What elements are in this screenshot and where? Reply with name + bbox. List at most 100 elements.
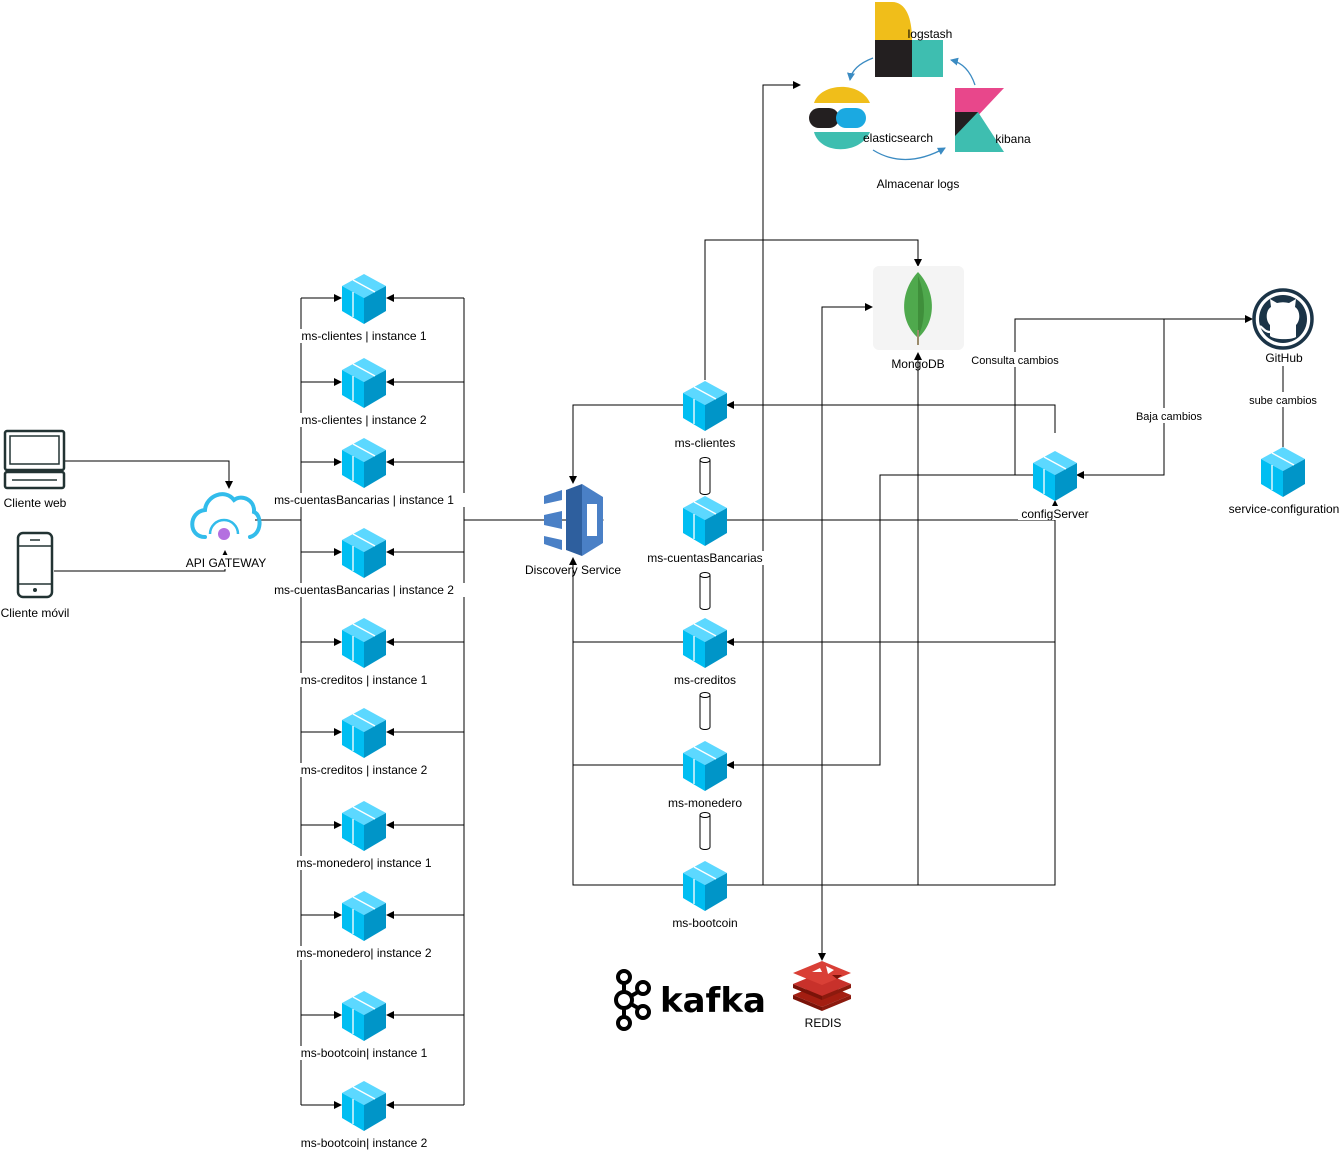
edge-bootcoin-config: [918, 500, 1059, 886]
service-node: ms-bootcoin: [665, 860, 745, 930]
github: GitHub: [1252, 288, 1314, 366]
edge-label-baja: Baja cambios: [1136, 411, 1203, 423]
kibana-label: kibana: [995, 132, 1031, 146]
config-server-label: configServer: [1021, 507, 1088, 521]
config-server: configServer: [1018, 450, 1092, 521]
service-label: ms-monedero: [668, 796, 742, 810]
edge-config-github-consulta: [1014, 315, 1253, 475]
service-instance: ms-bootcoin| instance 2: [285, 1080, 443, 1150]
queue-cylinder: [699, 457, 711, 495]
kafka: kafka: [614, 969, 766, 1031]
mongodb-label: MongoDB: [891, 357, 944, 371]
edge-label-consulta: Consulta cambios: [971, 355, 1059, 367]
github-label: GitHub: [1265, 351, 1303, 365]
elk-stack: logstash elasticsearch kibana Almacenar …: [809, 2, 1031, 191]
service-label: ms-bootcoin: [672, 916, 737, 930]
service-cube-icon: [682, 860, 728, 912]
discovery-service: Discovery Service: [525, 484, 621, 577]
queue-cylinder: [699, 692, 711, 730]
service-instance: ms-monedero| instance 1: [285, 800, 443, 870]
cliente-web: Cliente web: [4, 429, 67, 510]
service-label: ms-creditos: [674, 673, 736, 687]
instance-cube-icon: [341, 890, 387, 942]
edge-label-sube: sube cambios: [1249, 395, 1317, 407]
service-node: ms-clientes: [665, 380, 745, 450]
kafka-label: kafka: [660, 981, 766, 1021]
service-configuration-icon: [1260, 446, 1306, 498]
service-instance: ms-clientes | instance 1: [281, 273, 447, 343]
queue-cylinder: [699, 812, 711, 850]
service-configuration: service-configuration: [1229, 446, 1339, 516]
service-label: ms-cuentasBancarias: [647, 551, 762, 565]
mongodb: MongoDB: [873, 266, 964, 371]
service-instance: ms-cuentasBancarias | instance 1: [255, 437, 473, 507]
github-icon: [1252, 288, 1314, 350]
elasticsearch-label: elasticsearch: [863, 131, 933, 145]
service-cube-icon: [682, 740, 728, 792]
instance-cube-icon: [341, 990, 387, 1042]
config-server-icon: [1032, 450, 1078, 502]
edge-bootcoin-discovery: [569, 557, 683, 886]
instance-edges: [301, 294, 464, 1109]
cliente-movil: Cliente móvil: [1, 531, 70, 620]
instance-cube-icon: [341, 707, 387, 759]
edge-elastic-kibana: [872, 147, 946, 161]
api-gateway: API GATEWAY: [186, 492, 266, 570]
cliente-web-label: Cliente web: [4, 496, 67, 510]
service-instance: ms-cuentasBancarias | instance 2: [255, 527, 473, 597]
service-instance: ms-clientes | instance 2: [281, 357, 447, 427]
smartphone-icon: [16, 531, 54, 599]
redis: REDIS: [793, 961, 851, 1030]
instance-label: ms-monedero| instance 2: [296, 946, 432, 960]
mongodb-leaf-icon: [904, 272, 932, 345]
instances-column: ms-clientes | instance 1 ms-clientes | in…: [255, 273, 473, 1150]
service-label: ms-clientes: [675, 436, 736, 450]
instance-label: ms-cuentasBancarias | instance 1: [274, 493, 454, 507]
service-node: ms-cuentasBancarias: [639, 495, 771, 565]
service-cube-icon: [682, 617, 728, 669]
instance-label: ms-monedero| instance 1: [296, 856, 432, 870]
service-node: ms-creditos: [665, 617, 745, 687]
edges: [54, 57, 1284, 1109]
redis-label: REDIS: [805, 1016, 842, 1030]
service-instance: ms-creditos | instance 2: [281, 707, 447, 777]
edge-clientes-mongo: [704, 239, 922, 380]
instance-cube-icon: [341, 617, 387, 669]
instance-cube-icon: [341, 527, 387, 579]
elasticsearch-icon: elasticsearch: [809, 86, 933, 150]
logstash-label: logstash: [908, 27, 953, 41]
service-instance: ms-bootcoin| instance 1: [285, 990, 443, 1060]
services-column: ms-clientes ms-cuentasBancarias ms-credito…: [639, 380, 771, 930]
instance-cube-icon: [341, 437, 387, 489]
edge-web-gateway: [65, 460, 233, 489]
logstash-icon: logstash: [875, 2, 952, 77]
edge-bootcoin-elk: [727, 81, 801, 886]
discovery-icon: [544, 484, 603, 556]
edge-github-config-baja: [1076, 319, 1165, 479]
service-instance: ms-creditos | instance 1: [281, 617, 447, 687]
edge-labels: Consulta cambios Baja cambios sube cambi…: [970, 352, 1320, 423]
instance-cube-icon: [341, 800, 387, 852]
instance-label: ms-clientes | instance 2: [301, 413, 426, 427]
api-gateway-label: API GATEWAY: [186, 556, 266, 570]
redis-icon: [793, 961, 851, 1011]
cliente-movil-label: Cliente móvil: [1, 606, 70, 620]
instance-cube-icon: [341, 357, 387, 409]
service-cube-icon: [682, 380, 728, 432]
edge-logstash-elastic: [847, 57, 874, 81]
elk-caption: Almacenar logs: [877, 177, 960, 191]
discovery-label: Discovery Service: [525, 563, 621, 577]
instance-label: ms-creditos | instance 1: [301, 673, 428, 687]
kibana-icon: kibana: [955, 88, 1031, 152]
edge-bootcoin-mongo: [763, 352, 922, 886]
instance-label: ms-clientes | instance 1: [301, 329, 426, 343]
instance-label: ms-bootcoin| instance 2: [301, 1136, 428, 1150]
edge-kibana-logstash: [950, 57, 976, 86]
edge-config-clientes: [726, 401, 1056, 433]
edge-clientes-discovery: [569, 404, 683, 484]
instance-label: ms-creditos | instance 2: [301, 763, 428, 777]
instance-label: ms-bootcoin| instance 1: [301, 1046, 428, 1060]
instance-label: ms-cuentasBancarias | instance 2: [274, 583, 454, 597]
cloud-gateway-icon: [190, 492, 262, 540]
